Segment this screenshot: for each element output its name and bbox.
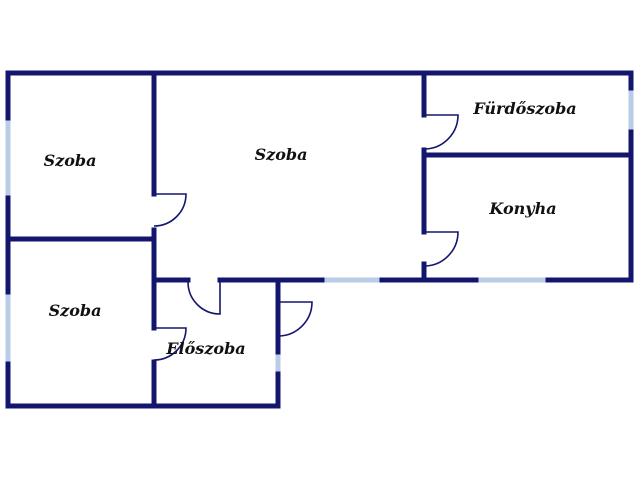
label-bathroom: Fürdőszoba	[472, 99, 576, 118]
door-hallway-right	[277, 301, 313, 337]
windows	[5, 88, 634, 374]
door-left-lower-room	[153, 327, 187, 361]
label-room-top-left: Szoba	[44, 151, 97, 170]
room-labels: Szoba Szoba Fürdőszoba Konyha Szoba Elős…	[44, 99, 577, 358]
walls	[5, 70, 634, 409]
door-kitchen	[423, 231, 459, 267]
door-hallway-center	[187, 280, 221, 315]
label-hallway: Előszoba	[165, 339, 245, 358]
label-room-center: Szoba	[255, 145, 308, 164]
door-left-upper-room	[153, 193, 187, 227]
label-room-bottom-left: Szoba	[49, 301, 102, 320]
doors	[153, 114, 459, 361]
label-kitchen: Konyha	[488, 199, 556, 218]
door-bathroom	[423, 114, 459, 150]
